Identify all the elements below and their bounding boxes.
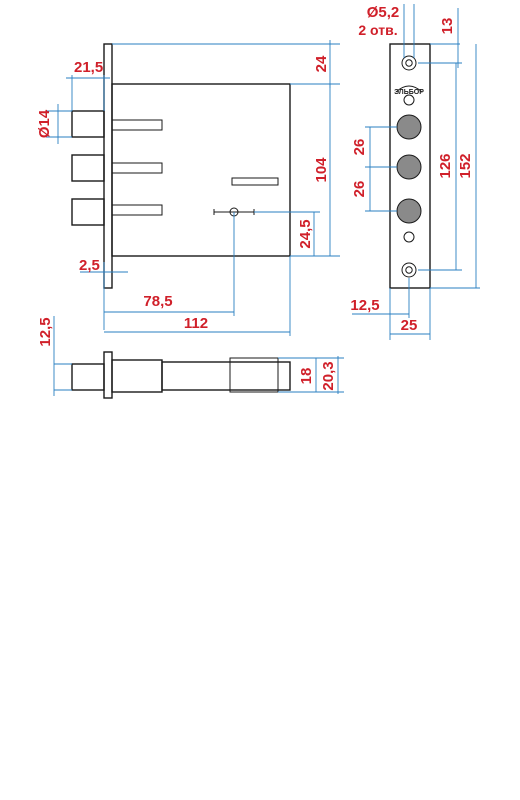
faceplate-bolt-3 xyxy=(396,198,422,224)
top-case-lid xyxy=(229,357,279,393)
dim-bolt-length: 21,5 xyxy=(74,59,103,76)
dimension-labels: 21,5 Ø14 24 104 24,5 2,5 78,5 112 Ø5,2 2… xyxy=(36,4,474,391)
mounting-hole-top xyxy=(401,55,417,71)
bolt-1 xyxy=(71,110,105,138)
lock-case xyxy=(111,83,291,257)
dim-total-depth: 20,3 xyxy=(320,361,337,390)
faceplate-small-hole-top xyxy=(403,94,415,106)
top-case xyxy=(111,359,163,393)
elbor-logo: ЭЛЬБОР xyxy=(394,85,424,96)
bolt-rail-1 xyxy=(111,119,163,131)
front-view-dimension-lines xyxy=(46,40,340,336)
lock-top-view xyxy=(71,351,291,399)
dim-bolt-pitch-1: 26 xyxy=(351,139,368,156)
faceplate-small-hole-bottom xyxy=(403,231,415,243)
dim-bolt-span: 104 xyxy=(313,157,330,183)
dim-hole-top: 13 xyxy=(439,18,456,35)
dim-faceplate-width: 25 xyxy=(401,317,418,334)
top-case-body xyxy=(161,361,291,391)
dim-bolt-projection: 12,5 xyxy=(37,317,54,346)
lock-front-view xyxy=(71,43,291,289)
bolt-3 xyxy=(71,198,105,226)
faceplate-view: ЭЛЬБОР xyxy=(389,43,431,289)
dim-bolt-diameter: Ø14 xyxy=(36,109,53,138)
mounting-hole-top-inner xyxy=(405,59,413,67)
mounting-hole-bottom-inner xyxy=(405,266,413,274)
dim-handle-offset: 24,5 xyxy=(297,219,314,248)
top-view-dimension-lines xyxy=(53,316,344,396)
dim-hole-count: 2 отв. xyxy=(358,22,397,38)
dim-faceplate-thickness: 2,5 xyxy=(79,257,100,274)
dim-hole-pitch: 126 xyxy=(437,153,454,178)
bolt-rail-2 xyxy=(111,162,163,174)
latch-slot xyxy=(231,177,279,186)
mounting-hole-bottom xyxy=(401,262,417,278)
dim-bolt-pitch-2: 26 xyxy=(351,181,368,198)
dim-case-width: 112 xyxy=(184,315,208,332)
dim-top-offset: 24 xyxy=(313,55,330,72)
faceplate xyxy=(389,43,431,289)
top-bolt xyxy=(71,363,105,391)
dim-case-depth: 18 xyxy=(298,368,315,385)
faceplate-dimension-lines xyxy=(352,4,480,340)
dim-faceplate-edge: 12,5 xyxy=(350,297,379,314)
faceplate-bolt-1 xyxy=(396,114,422,140)
top-faceplate xyxy=(103,351,113,399)
dim-faceplate-height: 152 xyxy=(457,153,474,178)
bolt-2 xyxy=(71,154,105,182)
front-faceplate xyxy=(103,43,113,289)
faceplate-bolt-2 xyxy=(396,154,422,180)
logo-text: ЭЛЬБОР xyxy=(394,89,424,96)
dim-hole-diameter: Ø5,2 xyxy=(367,4,400,21)
bolt-rail-3 xyxy=(111,204,163,216)
dim-backset: 78,5 xyxy=(143,293,172,310)
